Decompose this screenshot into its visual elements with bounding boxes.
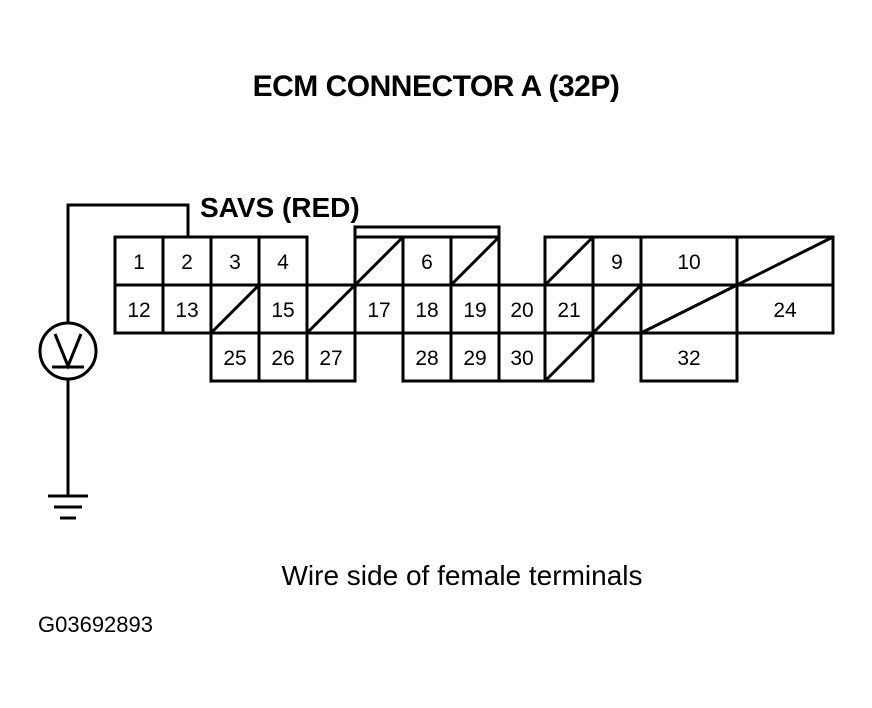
terminal-label-6: 6 bbox=[421, 251, 433, 274]
terminal-label-30: 30 bbox=[510, 347, 533, 370]
unused-slash-7 bbox=[449, 235, 501, 287]
terminal-cell-31-empty bbox=[543, 331, 595, 383]
voltmeter-icon bbox=[38, 321, 98, 381]
terminal-label-10: 10 bbox=[677, 251, 700, 274]
unused-slash-11 bbox=[736, 235, 834, 287]
terminal-label-19: 19 bbox=[463, 299, 486, 322]
diagram-title: ECM CONNECTOR A (32P) bbox=[252, 70, 620, 103]
ground-icon bbox=[48, 494, 88, 520]
wire-label-savs: SAVS (RED) bbox=[200, 192, 360, 223]
terminal-label-4: 4 bbox=[277, 251, 289, 274]
terminal-label-28: 28 bbox=[415, 347, 438, 370]
terminal-label-17: 17 bbox=[367, 299, 390, 322]
unused-slash-23 bbox=[640, 283, 738, 335]
terminal-label-18: 18 bbox=[415, 299, 438, 322]
terminal-label-3: 3 bbox=[229, 251, 241, 274]
unused-slash-8 bbox=[543, 235, 595, 287]
unused-slash-5 bbox=[353, 235, 405, 287]
terminal-cell-32 bbox=[639, 331, 739, 383]
unused-slash-16 bbox=[305, 283, 357, 335]
test-lead-wire bbox=[66, 203, 190, 323]
connector-lock-tab bbox=[353, 225, 501, 237]
terminal-cell-24 bbox=[735, 283, 835, 335]
terminal-label-12: 12 bbox=[127, 299, 150, 322]
terminal-label-20: 20 bbox=[510, 299, 533, 322]
terminal-label-25: 25 bbox=[223, 347, 246, 370]
terminal-cell-27 bbox=[305, 331, 357, 383]
terminal-label-32: 32 bbox=[677, 347, 700, 370]
terminal-label-1: 1 bbox=[133, 251, 145, 274]
figure-id: G03692893 bbox=[38, 612, 153, 637]
unused-slash-22 bbox=[591, 283, 643, 335]
terminal-label-9: 9 bbox=[611, 251, 623, 274]
terminal-label-24: 24 bbox=[773, 299, 797, 322]
terminal-label-15: 15 bbox=[271, 299, 294, 322]
terminal-label-2: 2 bbox=[181, 251, 193, 274]
terminal-label-21: 21 bbox=[557, 299, 580, 322]
terminal-label-26: 26 bbox=[271, 347, 294, 370]
terminal-label-29: 29 bbox=[463, 347, 486, 370]
unused-slash-31 bbox=[543, 331, 595, 383]
unused-slash-14 bbox=[209, 283, 261, 335]
diagram-caption: Wire side of female terminals bbox=[281, 560, 643, 591]
terminal-label-13: 13 bbox=[175, 299, 198, 322]
terminal-label-27: 27 bbox=[319, 347, 342, 370]
